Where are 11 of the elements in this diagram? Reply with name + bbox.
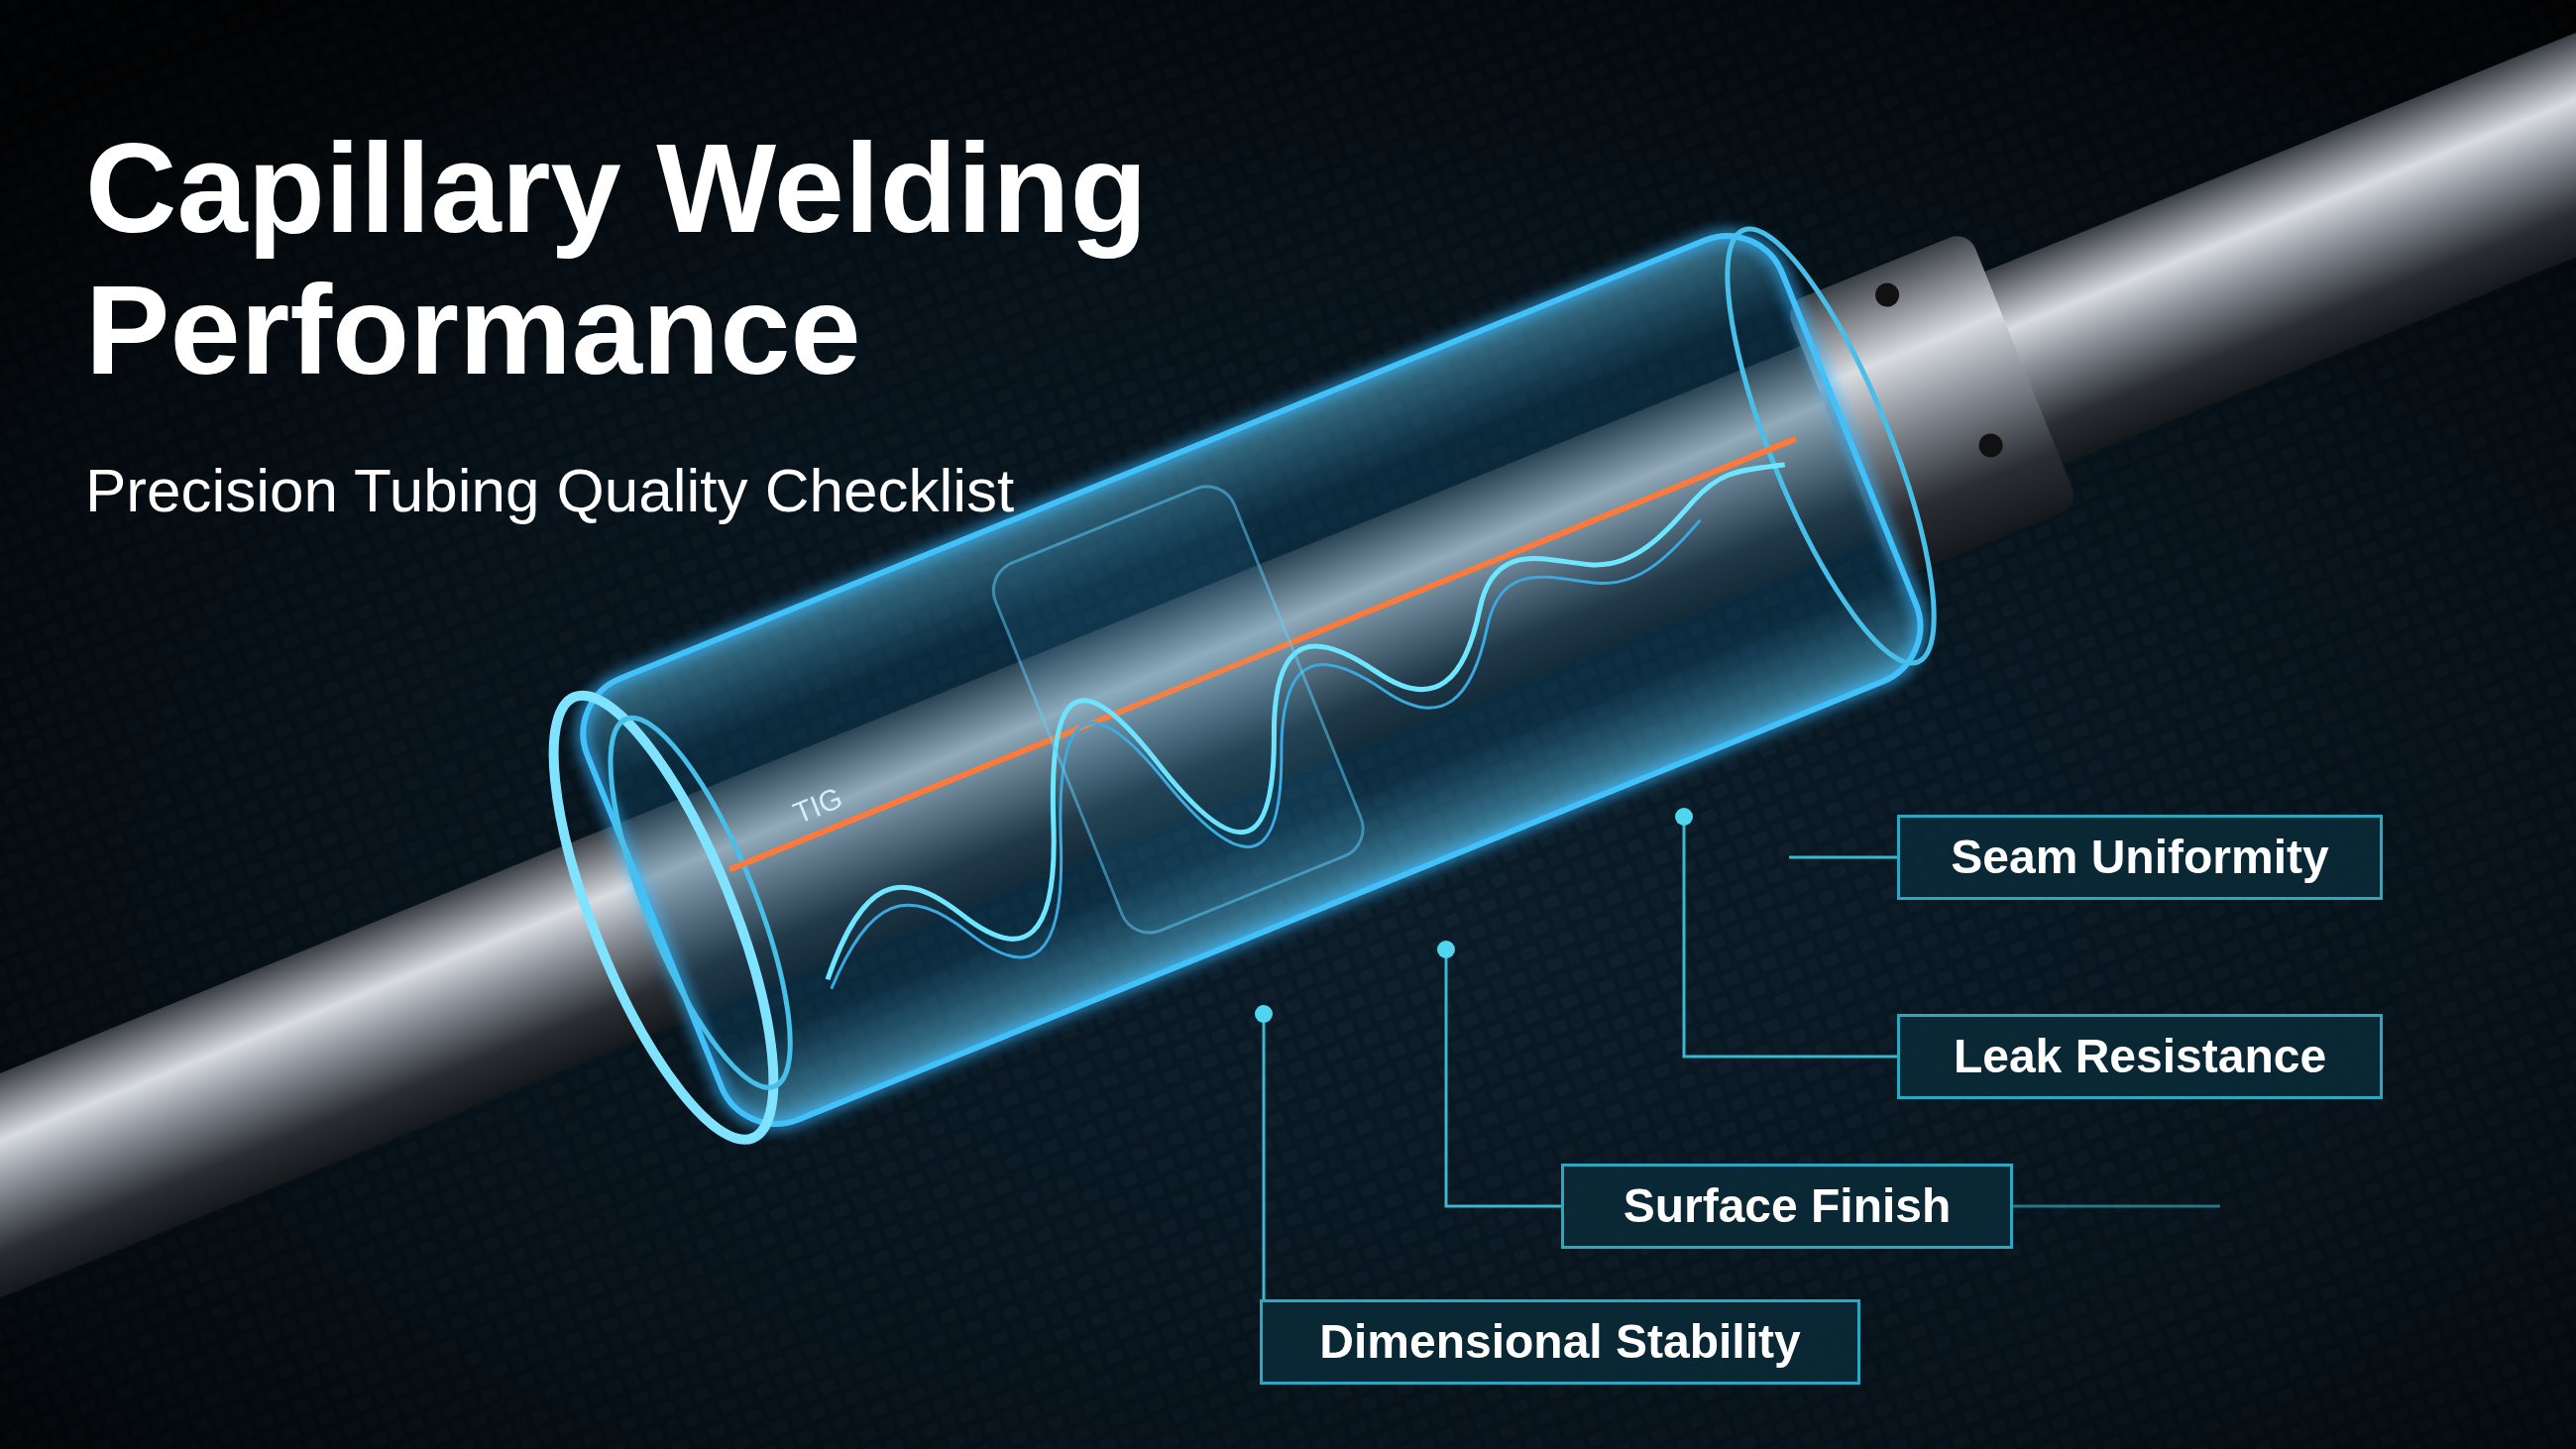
subtitle: Precision Tubing Quality Checklist xyxy=(85,455,1015,526)
leader-line xyxy=(1675,808,1897,1059)
leader-line xyxy=(1789,855,1897,859)
callout-box: Seam Uniformity xyxy=(1897,815,2383,900)
callout-box: Dimensional Stability xyxy=(1260,1299,1860,1385)
tube-marking: TIG xyxy=(787,779,848,833)
leader-line xyxy=(1255,1005,1273,1299)
leader-line xyxy=(1437,941,1561,1208)
callout-box: Surface Finish xyxy=(1561,1164,2013,1249)
callout-box: Leak Resistance xyxy=(1897,1014,2383,1099)
title: Capillary Welding Performance xyxy=(85,117,1149,401)
